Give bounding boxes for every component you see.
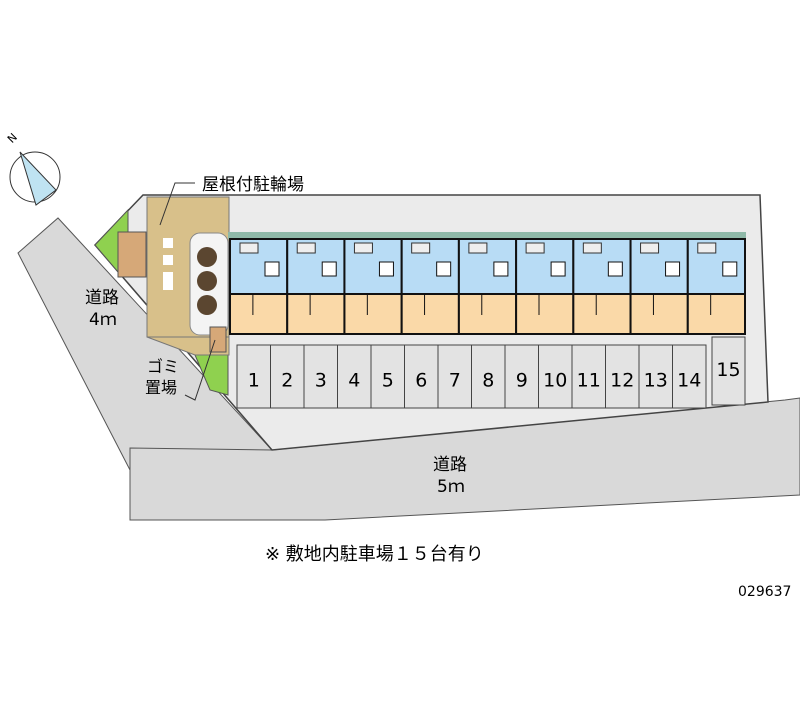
window bbox=[163, 272, 173, 290]
parking-space-number: 10 bbox=[543, 370, 567, 392]
apartment-unit bbox=[686, 238, 746, 335]
parking-space-number: 13 bbox=[644, 370, 668, 392]
compass-icon: N bbox=[5, 131, 61, 206]
parking-space-number: 9 bbox=[516, 370, 528, 392]
parking-space-number: 7 bbox=[449, 370, 461, 392]
parking-space-number: 11 bbox=[577, 370, 601, 392]
ac-unit bbox=[197, 247, 217, 267]
road-5m-label: 道路 bbox=[433, 455, 467, 475]
parking-space-2: 2 bbox=[270, 344, 305, 409]
parking-space-number: 8 bbox=[482, 370, 494, 392]
parking-space-number: 12 bbox=[610, 370, 634, 392]
parking-space-11: 11 bbox=[571, 344, 606, 409]
building bbox=[229, 238, 746, 335]
bicycle-parking-edge bbox=[146, 336, 230, 356]
storage bbox=[117, 231, 147, 278]
apartment-unit bbox=[286, 238, 346, 335]
parking-space-number: 14 bbox=[677, 370, 701, 392]
parking-space-15: 15 bbox=[711, 336, 746, 406]
apartment-unit bbox=[629, 238, 689, 335]
property-id: 029637 bbox=[738, 584, 791, 600]
parking-space-9: 9 bbox=[504, 344, 539, 409]
ac-unit bbox=[197, 295, 217, 315]
apartment-unit bbox=[343, 238, 403, 335]
apartment-unit bbox=[229, 238, 289, 335]
parking-space-8: 8 bbox=[471, 344, 506, 409]
parking-space-number: 1 bbox=[248, 370, 260, 392]
road-4m-label: 道路 bbox=[85, 288, 119, 308]
building-roof-trim bbox=[228, 232, 746, 239]
parking-space-number: 4 bbox=[348, 370, 360, 392]
leader-line bbox=[184, 339, 216, 401]
apartment-unit bbox=[515, 238, 575, 335]
road-4m-width: 4ｍ bbox=[89, 310, 117, 330]
parking-space-4: 4 bbox=[337, 344, 372, 409]
window bbox=[163, 238, 173, 248]
road-5m-width: 5ｍ bbox=[437, 477, 465, 497]
apartment-unit bbox=[457, 238, 518, 335]
apartment-unit bbox=[400, 238, 460, 335]
window bbox=[163, 255, 173, 265]
apartment-unit bbox=[572, 238, 632, 335]
parking-space-number: 2 bbox=[281, 370, 293, 392]
parking-space-1: 1 bbox=[236, 344, 271, 409]
garbage-box bbox=[209, 326, 227, 353]
compass-north-label: N bbox=[5, 131, 20, 146]
ac-unit bbox=[197, 271, 217, 291]
parking-space-7: 7 bbox=[437, 344, 472, 409]
parking-note: ※ 敷地内駐車場１５台有り bbox=[265, 544, 484, 565]
parking-space-number: 6 bbox=[415, 370, 427, 392]
parking-space-number: 15 bbox=[716, 359, 740, 381]
parking-space-number: 3 bbox=[315, 370, 327, 392]
parking-space-14: 14 bbox=[672, 344, 707, 409]
parking-space-3: 3 bbox=[303, 344, 338, 409]
parking-space-6: 6 bbox=[404, 344, 439, 409]
parking-space-12: 12 bbox=[605, 344, 640, 409]
parking-space-10: 10 bbox=[538, 344, 573, 409]
parking-space-5: 5 bbox=[370, 344, 405, 409]
parking-space-number: 5 bbox=[382, 370, 394, 392]
parking-space-13: 13 bbox=[638, 344, 673, 409]
leader-line bbox=[159, 182, 195, 226]
garbage-label: 置場 bbox=[145, 378, 177, 397]
garbage-label: ゴミ bbox=[147, 357, 179, 376]
bicycle-parking-label: 屋根付駐輪場 bbox=[202, 175, 304, 195]
